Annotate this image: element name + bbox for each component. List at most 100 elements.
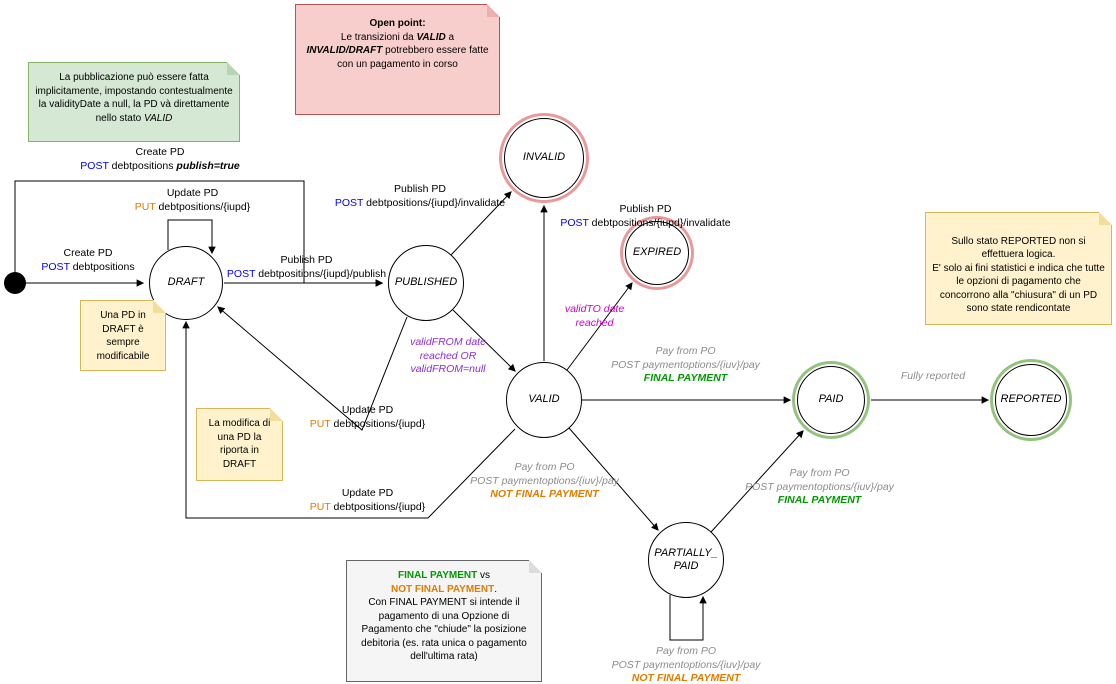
- edge-partially-paid-to-paid: [710, 430, 804, 533]
- request-text: POST debtpositions/{iupd}/publish: [214, 268, 399, 282]
- edge-valid-to-expired: [566, 282, 633, 371]
- pay-request: POST paymentoptions/{iuv}/pay: [745, 480, 894, 493]
- edge-label-update-from-valid: Update PD PUT debtpositions/{iupd}: [300, 487, 435, 514]
- request-path: debtpositions/{iupd}: [155, 200, 251, 213]
- payment-type: FINAL PAYMENT: [643, 372, 728, 385]
- state-label: PARTIALLY_: [654, 546, 718, 559]
- state-label: PAID: [673, 560, 699, 572]
- state-invalid: INVALID: [504, 118, 584, 198]
- note-title-line: NOT FINAL PAYMENT.: [353, 583, 535, 597]
- action-text: Create PD: [135, 146, 185, 158]
- http-method: POST: [80, 159, 109, 172]
- edge-label-update-draft: Update PD PUT debtpositions/{iupd}: [125, 187, 260, 214]
- request-text: PUT debtpositions/{iupd}: [300, 418, 435, 432]
- edge-partially-paid-self-loop: [669, 595, 707, 641]
- request-path: debtpositions/{iupd}/invalidate: [363, 196, 506, 209]
- request-path: debtpositions/{iupd}/invalidate: [588, 216, 731, 229]
- note-title: Open point:: [369, 18, 426, 29]
- note-text: Sullo stato REPORTED non si effettuera l…: [932, 235, 1105, 315]
- edge-published-to-invalid: [450, 191, 512, 256]
- condition-text: validFROM date: [410, 336, 486, 348]
- request-text: PUT debtpositions/{iupd}: [300, 501, 435, 515]
- pay-text: Pay from PO: [655, 645, 717, 657]
- note-text: Una PD in DRAFT è sempre modificabile: [96, 310, 150, 362]
- edge-label-pay-final-from-valid: Pay from PO POST paymentoptions/{iuv}/pa…: [603, 345, 768, 386]
- note-text: .: [494, 583, 497, 595]
- state-label: VALID: [528, 393, 560, 406]
- edge-published-to-valid: [452, 309, 516, 372]
- edge-label-validto: validTO date reached: [552, 303, 637, 330]
- note-text-em: VALID: [144, 112, 173, 124]
- state-label: REPORTED: [1000, 393, 1062, 406]
- edge-label-fully-reported: Fully reported: [888, 370, 978, 384]
- request-path: debtpositions/{iupd}/publish: [255, 267, 387, 280]
- state-reported: REPORTED: [995, 364, 1067, 436]
- action-text: Publish PD: [619, 203, 672, 215]
- note-title-line: FINAL PAYMENT vs: [353, 569, 535, 583]
- http-method: PUT: [134, 200, 156, 213]
- request-path: debtpositions: [108, 159, 177, 172]
- action-text: Publish PD: [280, 254, 333, 266]
- note-open-point: Open point: Le transizioni da VALID a IN…: [295, 4, 500, 115]
- request-text: POST debtpositions publish=true: [30, 160, 290, 174]
- action-text: Update PD: [166, 187, 219, 199]
- edge-label-publish: Publish PD POST debtpositions/{iupd}/pub…: [214, 254, 399, 281]
- state-label: PAID: [818, 393, 844, 406]
- state-paid: PAID: [797, 366, 865, 434]
- request-text: POST debtpositions/{iupd}/invalidate: [548, 217, 743, 231]
- edge-valid-to-draft: [182, 320, 516, 519]
- pay-request: POST paymentoptions/{iuv}/pay: [611, 658, 761, 671]
- pay-text: Pay from PO: [655, 345, 716, 357]
- edge-label-pay-not-final-from-valid: Pay from PO POST paymentoptions/{iuv}/pa…: [462, 461, 627, 502]
- edge-label-update-from-published: Update PD PUT debtpositions/{iupd}: [300, 404, 435, 431]
- note-body: Con FINAL PAYMENT si intende il pagament…: [361, 597, 527, 662]
- state-label: PUBLISHED: [394, 276, 458, 289]
- edge-label-validfrom: validFROM date reached OR validFROM=null: [398, 336, 498, 377]
- note-text-em: VALID: [416, 31, 446, 43]
- condition-text: validFROM=null: [410, 363, 486, 376]
- edge-label-create-published: Create PD POST debtpositions publish=tru…: [30, 146, 290, 173]
- action-text: Update PD: [341, 487, 394, 499]
- state-label: DRAFT: [167, 276, 205, 289]
- note-final-payment: FINAL PAYMENT vs NOT FINAL PAYMENT. Con …: [346, 560, 542, 682]
- action-text: Publish PD: [394, 183, 446, 195]
- edge-label-pay-final-from-partially-paid: Pay from PO POST paymentoptions/{iuv}/pa…: [737, 467, 902, 508]
- request-text: POST debtpositions/{iupd}/invalidate: [320, 197, 520, 211]
- condition-text: validTO date: [564, 303, 625, 315]
- payment-type: NOT FINAL PAYMENT: [631, 672, 741, 684]
- state-label: INVALID: [522, 151, 566, 164]
- note-text: Le transizioni da: [340, 31, 417, 43]
- edge-published-to-draft: [217, 306, 408, 431]
- state-label: EXPIRED: [632, 246, 682, 259]
- note-publication: La pubblicazione può essere fatta implic…: [28, 62, 240, 142]
- note-draft-editable: Una PD in DRAFT è sempre modificabile: [80, 300, 166, 371]
- note-reported: Sullo stato REPORTED non si effettuera l…: [925, 212, 1112, 325]
- pay-text: Pay from PO: [789, 467, 850, 479]
- edge-label-invalidate-from-published: Publish PD POST debtpositions/{iupd}/inv…: [320, 183, 520, 210]
- request-text: POST debtpositions: [28, 261, 148, 275]
- state-partially-paid: PARTIALLY_ PAID: [648, 522, 724, 598]
- http-method: POST: [41, 260, 70, 273]
- note-text: La modifica di una PD la riporta in DRAF…: [208, 418, 271, 470]
- pay-request: POST paymentoptions/{iuv}/pay: [470, 474, 619, 487]
- action-text: Update PD: [341, 404, 394, 416]
- payment-type: FINAL PAYMENT: [777, 494, 862, 507]
- state-expired: EXPIRED: [625, 221, 689, 285]
- http-method: POST: [334, 196, 364, 209]
- http-method: POST: [560, 216, 589, 229]
- note-text: La pubblicazione può essere fatta implic…: [35, 72, 233, 124]
- http-method: POST: [226, 267, 256, 280]
- condition-text: reached: [575, 316, 614, 329]
- request-text: PUT debtpositions/{iupd}: [125, 201, 260, 215]
- reported-text: Fully reported: [900, 370, 966, 382]
- request-flag: publish=true: [176, 159, 240, 172]
- edge-draft-self-loop: [167, 219, 216, 255]
- note-modification: La modifica di una PD la riporta in DRAF…: [196, 408, 283, 481]
- not-final-payment-text: NOT FINAL PAYMENT: [391, 583, 495, 595]
- initial-state: [4, 272, 26, 294]
- final-payment-text: FINAL PAYMENT: [397, 570, 478, 581]
- payment-type: NOT FINAL PAYMENT: [490, 488, 599, 501]
- note-text: vs: [477, 570, 491, 581]
